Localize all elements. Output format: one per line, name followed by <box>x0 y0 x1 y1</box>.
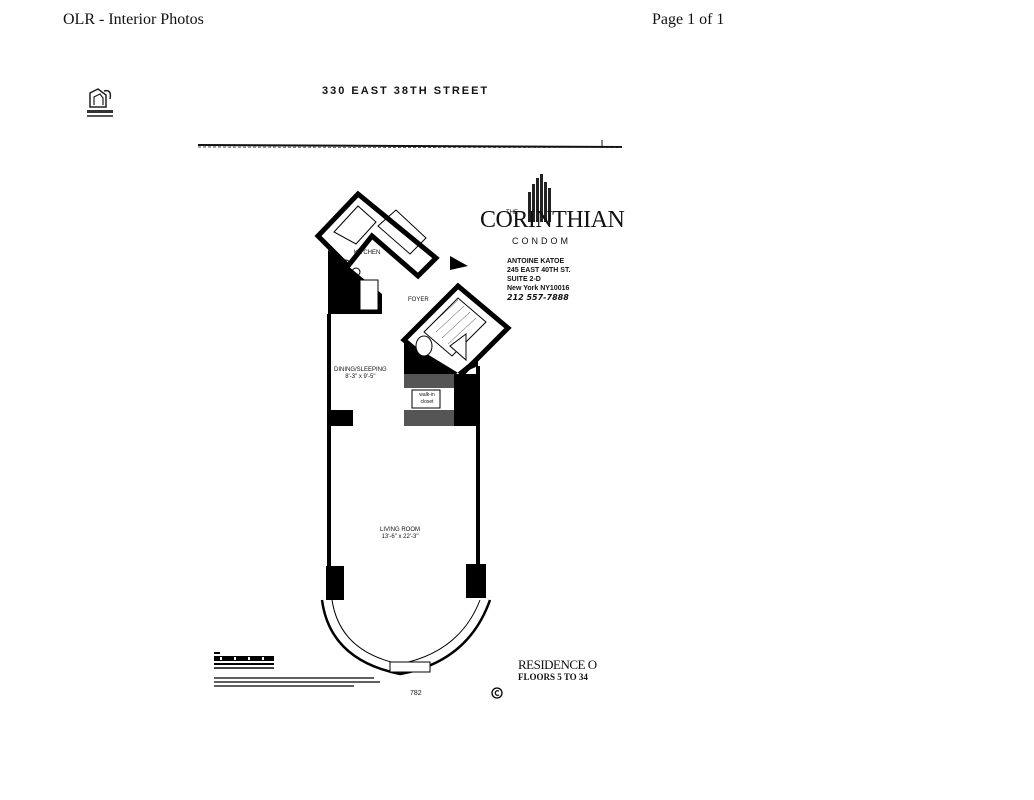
living-label: LIVING ROOM 13'-6" x 22'-3" <box>380 527 420 541</box>
kitchen-label: KITCHEN <box>354 250 381 256</box>
brand-subtitle: CONDOM <box>512 236 571 246</box>
agent-name: ANTOINE KATOE <box>507 258 565 265</box>
developer-logo <box>214 652 274 669</box>
fineprint-disclaimer <box>214 677 380 687</box>
dining-label: DINING/SLEEPING 8'-3" x 9'-5" <box>334 367 387 381</box>
dining-dimensions: 8'-3" x 9'-5" <box>345 374 376 380</box>
brand-name: CORINTHIAN <box>480 207 625 233</box>
building-logo-icon <box>87 88 113 117</box>
brand-the: THE <box>506 210 518 216</box>
dining-name: DINING/SLEEPING <box>334 367 387 373</box>
closet-label: walk-in closet <box>419 392 435 405</box>
corinthian-skyline-logo <box>528 174 551 222</box>
agent-stamp: ANTOINE KATOE 245 EAST 40TH ST. SUITE 2-… <box>507 257 570 302</box>
living-dimensions: 13'-6" x 22'-3" <box>381 534 419 540</box>
foyer-label: FOYER <box>408 297 429 303</box>
page-header-title: OLR - Interior Photos <box>63 11 204 28</box>
agent-city: New York NY10016 <box>507 285 570 292</box>
north-arrow-icon <box>450 256 468 270</box>
agent-suite: SUITE 2-D <box>507 276 541 283</box>
building-address: 330 EAST 38TH STREET <box>322 85 490 97</box>
residence-floors: FLOORS 5 TO 34 <box>518 672 588 682</box>
agent-street: 245 EAST 40TH ST. <box>507 267 571 274</box>
residence-title: RESIDENCE O <box>518 657 597 672</box>
copyright-icon <box>491 687 503 699</box>
living-name: LIVING ROOM <box>380 527 421 533</box>
agent-phone: 212 557-7888 <box>507 293 569 302</box>
page-counter: Page 1 of 1 <box>652 11 725 28</box>
header-rule <box>198 140 622 148</box>
plan-page-number: 782 <box>410 690 422 697</box>
floor-plan <box>314 190 512 676</box>
